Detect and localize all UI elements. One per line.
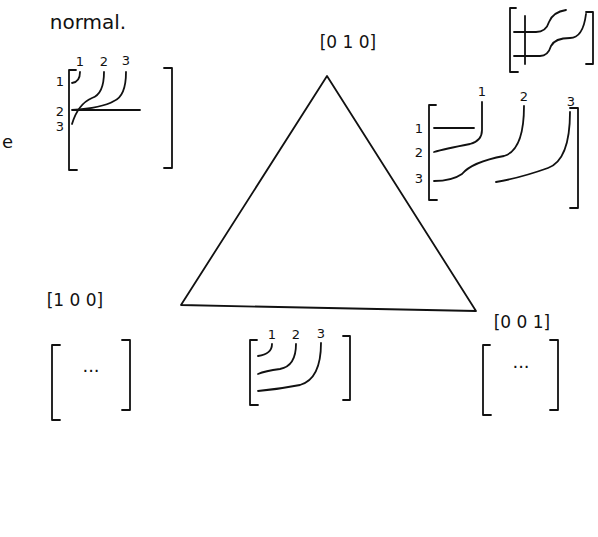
bracket bbox=[250, 340, 258, 405]
strand bbox=[72, 72, 140, 110]
strand bbox=[434, 106, 524, 181]
vertex-label: [1 0 0] bbox=[47, 292, 104, 309]
column-number: 1 bbox=[268, 328, 276, 341]
row-number: 1 bbox=[56, 75, 64, 88]
row-number: 1 bbox=[415, 122, 423, 135]
ellipsis: ... bbox=[82, 357, 99, 375]
column-number: 1 bbox=[76, 55, 84, 68]
bracket bbox=[429, 105, 437, 200]
column-number: 2 bbox=[292, 328, 300, 341]
strand bbox=[496, 112, 570, 182]
row-number: 3 bbox=[56, 120, 64, 133]
bracket bbox=[510, 8, 518, 72]
vertex-label: [0 1 0] bbox=[320, 34, 377, 51]
bracket bbox=[343, 336, 350, 400]
row-number: 2 bbox=[415, 146, 423, 159]
row-number: 3 bbox=[415, 172, 423, 185]
strand bbox=[258, 343, 321, 391]
strand bbox=[72, 72, 104, 124]
note-text: normal. bbox=[50, 12, 126, 32]
strand bbox=[258, 344, 272, 356]
bracket bbox=[550, 340, 558, 410]
column-number: 3 bbox=[122, 54, 130, 67]
strand bbox=[434, 102, 482, 152]
row-number: 2 bbox=[56, 105, 64, 118]
bracket bbox=[164, 68, 172, 168]
column-number: 3 bbox=[567, 95, 575, 108]
triangle bbox=[181, 76, 476, 311]
bracket bbox=[570, 108, 578, 208]
bracket bbox=[586, 12, 593, 64]
strand bbox=[524, 16, 526, 64]
strand bbox=[434, 127, 474, 129]
strand bbox=[258, 344, 296, 374]
note-text: e bbox=[2, 133, 13, 151]
strand bbox=[72, 72, 80, 83]
column-number: 2 bbox=[520, 90, 528, 103]
strand bbox=[514, 10, 566, 32]
bracket bbox=[52, 345, 60, 420]
column-number: 1 bbox=[478, 85, 486, 98]
vertex-label: [0 0 1] bbox=[494, 314, 551, 331]
bracket bbox=[483, 345, 491, 415]
column-number: 2 bbox=[100, 55, 108, 68]
bracket bbox=[122, 340, 130, 410]
ellipsis: ... bbox=[512, 353, 529, 371]
column-number: 3 bbox=[317, 327, 325, 340]
